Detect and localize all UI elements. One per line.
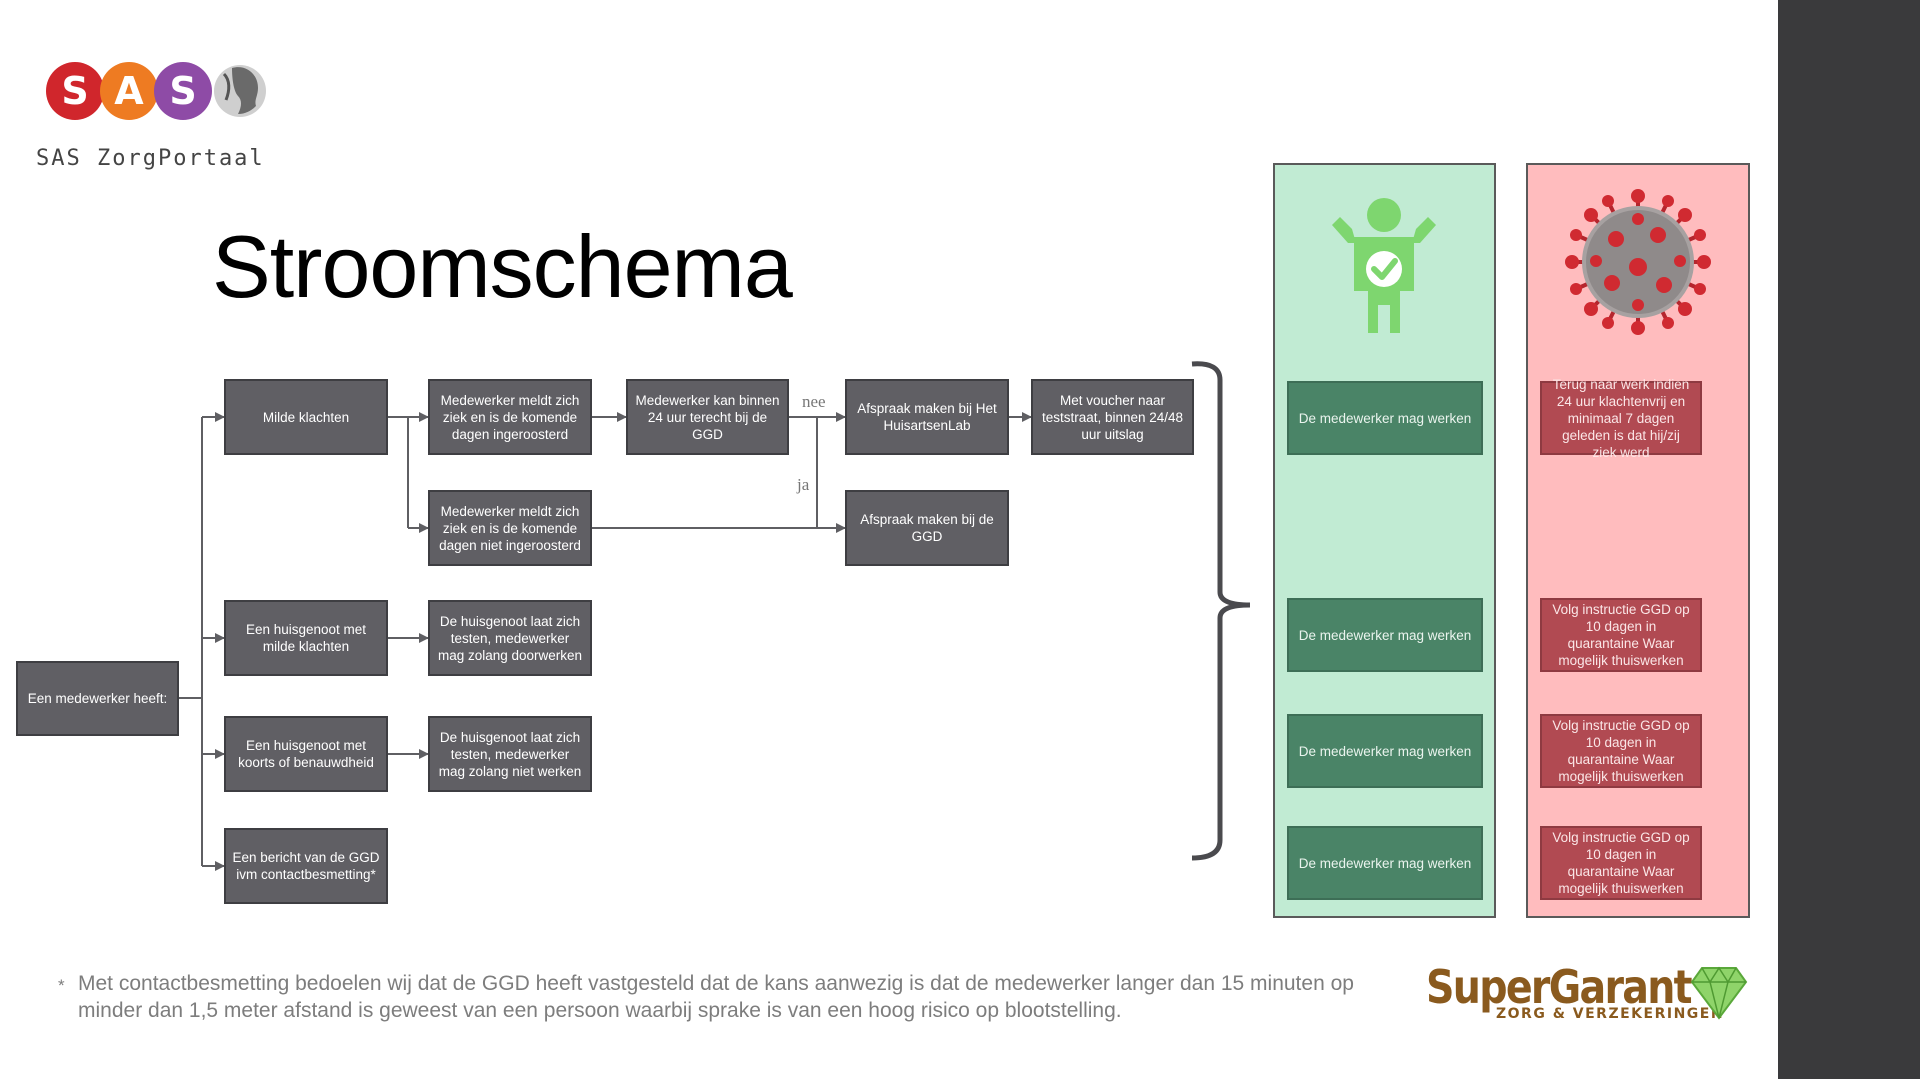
logo-subtitle: SAS ZorgPortaal (36, 146, 265, 171)
diamond-icon (1690, 966, 1748, 1020)
box-not-scheduled: Medewerker meldt zich ziek en is de kome… (428, 490, 592, 566)
positive-result-4: Volg instructie GGD op 10 dagen in quara… (1540, 826, 1702, 900)
box-housemate-fever-result: De huisgenoot laat zich testen, medewerk… (428, 716, 592, 792)
box-huisartsen: Afspraak maken bij Het HuisartsenLab (845, 379, 1009, 455)
positive-result-2: Volg instructie GGD op 10 dagen in quara… (1540, 598, 1702, 672)
footnote-star: * (58, 976, 65, 995)
box-start: Een medewerker heeft: (16, 661, 179, 736)
positive-result-1: Terug naar werk indien 24 uur klachtenvr… (1540, 377, 1702, 460)
footnote-text: Met contactbesmetting bedoelen wij dat d… (78, 972, 1354, 1022)
supergarant-logo: SuperGarant ZORG & VERZEKERINGEN (1424, 960, 1754, 1030)
logo-letter-s1: S (46, 62, 104, 120)
slide: S A S SAS ZorgPortaal Stroomschema (16, 58, 1754, 1030)
sas-logo: S A S (44, 58, 284, 124)
box-housemate-mild-result: De huisgenoot laat zich testen, medewerk… (428, 600, 592, 676)
person-check-icon (1332, 198, 1436, 333)
negative-result-1: De medewerker mag werken (1287, 381, 1483, 455)
box-within24: Medewerker kan binnen 24 uur terecht bij… (626, 379, 789, 455)
box-voucher: Met voucher naar teststraat, binnen 24/4… (1031, 379, 1194, 455)
face-profile-icon (214, 65, 266, 117)
bracket (1191, 361, 1251, 861)
virus-icon (1565, 189, 1711, 335)
negative-result-4: De medewerker mag werken (1287, 826, 1483, 900)
positive-test-column: Terug naar werk indien 24 uur klachtenvr… (1526, 163, 1750, 918)
label-ja: ja (797, 475, 810, 494)
box-housemate-fever: Een huisgenoot met koorts of benauwdheid (224, 716, 388, 792)
negative-result-3: De medewerker mag werken (1287, 714, 1483, 788)
page-title: Stroomschema (212, 217, 793, 316)
box-scheduled: Medewerker meldt zich ziek en is de kome… (428, 379, 592, 455)
box-ggd: Afspraak maken bij de GGD (845, 490, 1009, 566)
dark-side-panel (1778, 0, 1920, 1079)
negative-test-column: De medewerker mag werken De medewerker m… (1273, 163, 1496, 918)
box-mild: Milde klachten (224, 379, 388, 455)
negative-result-2: De medewerker mag werken (1287, 598, 1483, 672)
brand-name: SuperGarant (1426, 960, 1693, 1014)
flow-connectors (179, 361, 1251, 871)
label-nee: nee (802, 392, 826, 411)
logo-letter-s2: S (154, 62, 212, 120)
logo-letter-a: A (100, 62, 158, 120)
brand-tagline: ZORG & VERZEKERINGEN (1496, 1006, 1725, 1022)
positive-result-3: Volg instructie GGD op 10 dagen in quara… (1540, 714, 1702, 788)
box-housemate-mild: Een huisgenoot met milde klachten (224, 600, 388, 676)
box-ggd-message: Een bericht van de GGD ivm contactbesmet… (224, 828, 388, 904)
